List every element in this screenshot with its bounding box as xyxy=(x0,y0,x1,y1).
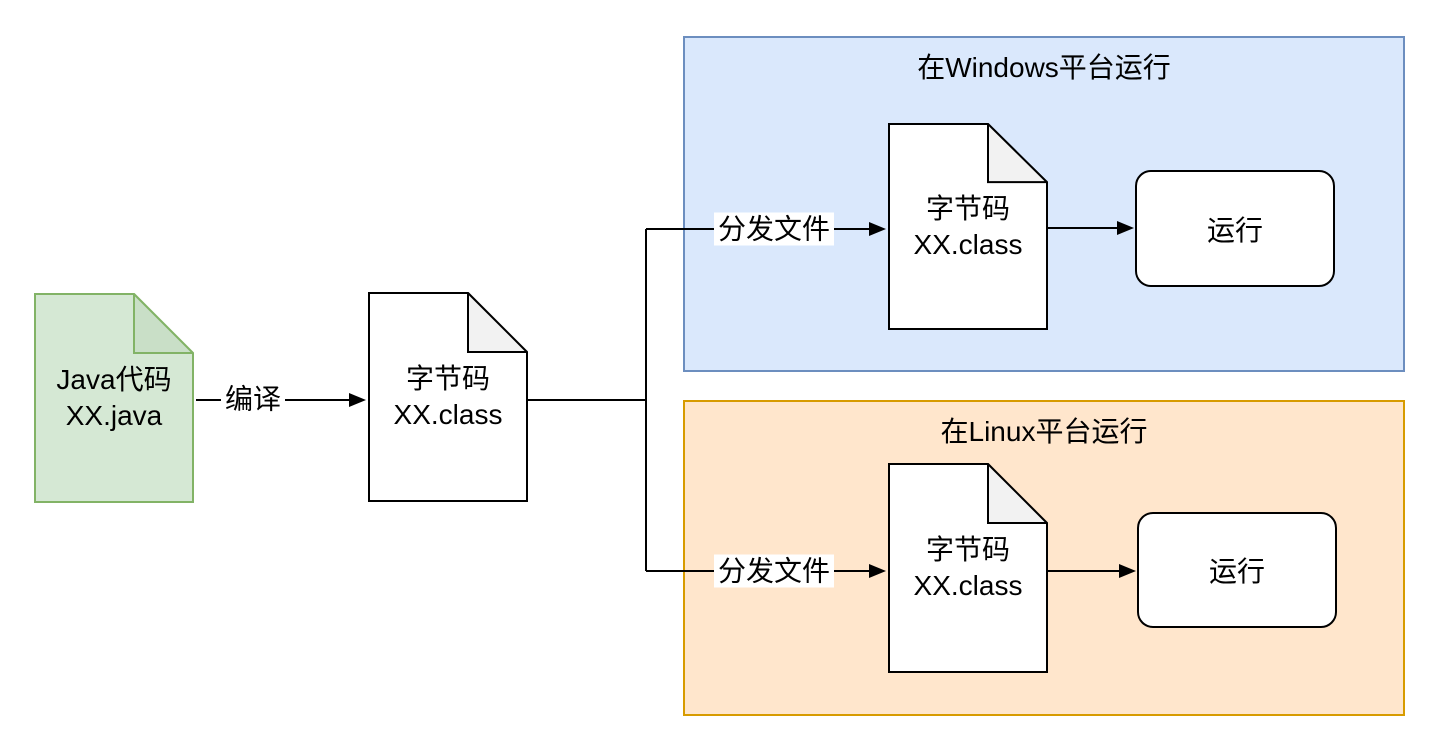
linux-bytecode-doc-label: 字节码 XX.class xyxy=(888,463,1048,673)
distribute-linux-edge-label: 分发文件 xyxy=(713,554,835,588)
doc-label-line2: XX.class xyxy=(913,570,1023,601)
windows-container-title: 在Windows平台运行 xyxy=(917,52,1171,83)
doc-label-line1: 字节码 xyxy=(925,192,1010,224)
document-fold-icon xyxy=(987,463,1048,524)
bytecode-doc-label: 字节码 XX.class xyxy=(368,292,528,502)
doc-label-line1: 字节码 xyxy=(405,363,490,394)
windows-run-label: 运行 xyxy=(1206,214,1263,246)
linux-container-title: 在Linux平台运行 xyxy=(940,416,1148,447)
windows-run-box: 运行 xyxy=(1135,170,1335,287)
windows-bytecode-doc: 字节码 XX.class xyxy=(888,123,1048,330)
java-source-doc: Java代码 XX.java xyxy=(34,293,194,503)
document-shape xyxy=(34,293,194,503)
doc-label-line2: XX.java xyxy=(65,400,163,431)
document-fold-icon xyxy=(987,123,1048,184)
compile-edge-label: 编译 xyxy=(220,382,286,416)
linux-run-box: 运行 xyxy=(1137,512,1337,628)
java-source-doc-label: Java代码 XX.java xyxy=(34,293,194,503)
distribute-windows-edge-label: 分发文件 xyxy=(713,212,835,246)
document-shape xyxy=(888,463,1048,673)
doc-label-line2: XX.class xyxy=(393,399,503,430)
document-shape xyxy=(368,292,528,502)
windows-bytecode-doc-label: 字节码 XX.class xyxy=(888,123,1048,330)
document-fold-icon xyxy=(467,292,528,353)
document-shape xyxy=(888,123,1048,330)
doc-label-line1: Java代码 xyxy=(56,364,172,395)
doc-label-line2: XX.class xyxy=(913,228,1023,260)
document-fold-icon xyxy=(133,293,194,354)
doc-label-line1: 字节码 xyxy=(925,534,1010,565)
linux-bytecode-doc: 字节码 XX.class xyxy=(888,463,1048,673)
bytecode-doc: 字节码 XX.class xyxy=(368,292,528,502)
compile-arrowhead xyxy=(349,393,366,407)
linux-run-label: 运行 xyxy=(1208,556,1265,587)
